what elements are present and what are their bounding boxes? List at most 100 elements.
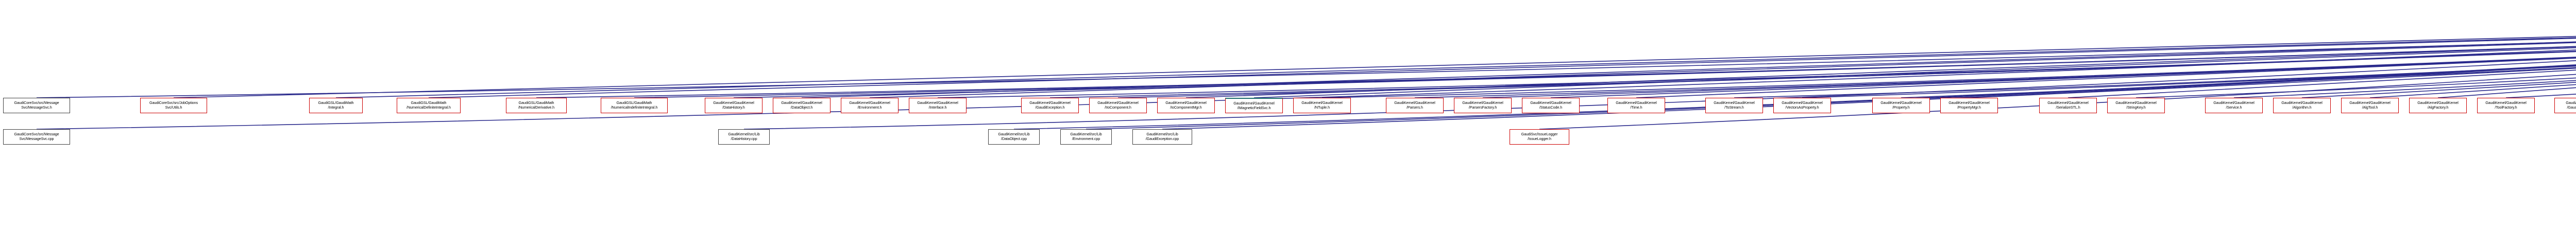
graph-node-34[interactable]: GaudiKernel/GaudiKernel /AlgFactory.h [2409, 98, 2467, 113]
graph-node-32[interactable]: GaudiKernel/GaudiKernel /Algorithm.h [2273, 98, 2331, 113]
graph-edge [634, 46, 2576, 98]
graph-node-17[interactable]: GaudiKernel/GaudiKernel /ParsersFactory.… [1454, 98, 1512, 113]
graph-node-15[interactable]: GaudiKernel/GaudiKernel /NTuple.h [1293, 98, 1351, 113]
node-label: GaudiKernel/GaudiKernel /StatusCode.h [1530, 100, 1571, 110]
graph-node-13[interactable]: GaudiKernel/GaudiKernel /IoComponentMgr.… [1157, 98, 1215, 113]
graph-node-4[interactable]: GaudiGSL/GaudiMath /NumericalDefiniteInt… [397, 98, 461, 113]
graph-node-6[interactable]: GaudiGSL/GaudiMath /NumericalIndefiniteI… [601, 98, 668, 113]
graph-node-21[interactable]: GaudiKernel/src/Lib /DataObject.cpp [988, 129, 1040, 145]
node-label: GaudiKernel/GaudiKernel /Environment.h [849, 100, 890, 110]
node-label: GaudiKernel/src/Lib /DataObject.cpp [998, 132, 1030, 141]
graph-edge [1117, 51, 2576, 98]
graph-edge [1049, 51, 2576, 98]
node-label: GaudiKernel/GaudiKernel /SerializeSTL.h [2047, 100, 2089, 110]
graph-node-36[interactable]: GaudiAlg/GaudiAlg /GaudiCommon.h [2554, 98, 2576, 113]
node-label: GaudiKernel/src/Lib /DataHistory.cpp [728, 132, 760, 141]
graph-edge [2233, 80, 2576, 98]
graph-node-28[interactable]: GaudiKernel/GaudiKernel /PropertyMgr.h [1940, 98, 1998, 113]
node-label: GaudiKernel/GaudiKernel /NTuple.h [1301, 100, 1343, 110]
node-label: GaudiGSL/GaudiMath /Integral.h [318, 100, 354, 110]
node-label: GaudiKernel/GaudiKernel /PropertyMgr.h [1948, 100, 1990, 110]
graph-node-5[interactable]: GaudiGSL/GaudiMath /NumericalDerivative.… [506, 98, 567, 113]
graph-edge [36, 41, 2576, 98]
graph-node-18[interactable]: GaudiKernel/GaudiKernel /StatusCode.h [1522, 98, 1580, 113]
graph-edge [2136, 77, 2576, 98]
graph-edge [2301, 82, 2576, 98]
graph-node-8[interactable]: GaudiKernel/GaudiKernel /DataObject.h [773, 98, 831, 113]
graph-node-12[interactable]: GaudiKernel/GaudiKernel /IIoComponent.h [1089, 98, 1147, 113]
node-label: GaudiGSL/GaudiMath /NumericalDefiniteInt… [406, 100, 451, 110]
graph-node-26[interactable]: GaudiKernel/GaudiKernel /VectorsAsProper… [1773, 98, 1831, 113]
graph-node-35[interactable]: GaudiKernel/GaudiKernel /ToolFactory.h [2477, 98, 2535, 113]
node-label: GaudiKernel/GaudiKernel /IoComponentMgr.… [1165, 100, 1207, 110]
graph-node-9[interactable]: GaudiKernel/GaudiKernel /Environment.h [841, 98, 899, 113]
graph-edge [428, 41, 2576, 98]
graph-node-20[interactable]: GaudiKernel/src/Lib /DataHistory.cpp [718, 129, 770, 145]
node-label: GaudiKernel/GaudiKernel /DataHistory.h [713, 100, 754, 110]
node-label: GaudiKernel/GaudiKernel /Time.h [1616, 100, 1657, 110]
graph-node-22[interactable]: GaudiKernel/src/Lib /Environment.cpp [1060, 129, 1112, 145]
node-label: GaudiKernel/GaudiKernel /ToStream.h [1714, 100, 1755, 110]
node-label: GaudiCoreSvc/src/Message Svc/MessageSvc.… [14, 100, 59, 110]
graph-node-31[interactable]: GaudiKernel/GaudiKernel /Service.h [2205, 98, 2263, 113]
graph-edge [801, 46, 2576, 98]
graph-edge [1482, 57, 2576, 98]
node-label: GaudiGSL/GaudiMath /NumericalDerivative.… [518, 100, 555, 110]
graph-node-24[interactable]: GaudiSvc/IssueLogger /IssueLogger.h [1510, 129, 1569, 145]
node-label: GaudiKernel/GaudiKernel /ToolFactory.h [2485, 100, 2527, 110]
graph-node-10[interactable]: GaudiKernel/GaudiKernel /Interface.h [909, 98, 967, 113]
graph-node-27[interactable]: GaudiKernel/GaudiKernel /Property.h [1872, 98, 1930, 113]
node-label: GaudiKernel/GaudiKernel /AlgFactory.h [2417, 100, 2459, 110]
node-label: GaudiKernel/GaudiKernel /StringKey.h [2115, 100, 2157, 110]
graph-edge [1901, 67, 2576, 98]
graph-edge [1969, 67, 2576, 98]
graph-node-1[interactable]: GaudiCoreSvc/src/Message Svc/MessageSvc.… [3, 129, 70, 145]
node-label: GaudiKernel/GaudiKernel /AlgTool.h [2349, 100, 2391, 110]
node-label: GaudiKernel/GaudiKernel /Service.h [2213, 100, 2255, 110]
node-label: GaudiGSL/GaudiMath /NumericalIndefiniteI… [611, 100, 658, 110]
graph-edge [1253, 50, 2576, 98]
graph-node-2[interactable]: GaudiCoreSvc/src/JobOptions Svc/Utils.h [140, 98, 207, 113]
graph-edge [1185, 51, 2576, 98]
node-label: GaudiKernel/GaudiKernel /DataObject.h [781, 100, 822, 110]
graph-node-33[interactable]: GaudiKernel/GaudiKernel /AlgTool.h [2341, 98, 2399, 113]
graph-node-14[interactable]: GaudiKernel/GaudiKernel /IMagneticFieldS… [1225, 98, 1283, 113]
graph-edge [937, 50, 2576, 98]
node-label: GaudiCoreSvc/src/Message Svc/MessageSvc.… [14, 132, 59, 141]
node-label: GaudiKernel/GaudiKernel /VectorsAsProper… [1782, 100, 1823, 110]
graph-edge [1321, 57, 2576, 98]
graph-node-3[interactable]: GaudiGSL/GaudiMath /Integral.h [309, 98, 363, 113]
graph-node-7[interactable]: GaudiKernel/GaudiKernel /DataHistory.h [705, 98, 762, 113]
graph-node-19[interactable]: GaudiKernel/GaudiKernel /Time.h [1607, 98, 1665, 113]
graph-node-25[interactable]: GaudiKernel/GaudiKernel /ToStream.h [1705, 98, 1763, 113]
graph-node-0[interactable]: GaudiCoreSvc/src/Message Svc/MessageSvc.… [3, 98, 70, 113]
graph-edge [2067, 69, 2576, 98]
node-label: GaudiKernel/src/Lib /Environment.cpp [1070, 132, 1102, 141]
graph-edge [1636, 58, 2576, 98]
graph-edge [536, 46, 2576, 98]
graph-edge [1414, 57, 2576, 98]
graph-edge [2505, 94, 2576, 98]
graph-edge [1550, 57, 2576, 98]
graph-edge [1734, 65, 2576, 98]
node-label: GaudiKernel/GaudiKernel /Interface.h [917, 100, 958, 110]
node-label: GaudiAlg/GaudiAlg /GaudiCommon.h [2566, 100, 2576, 110]
node-label: GaudiKernel/GaudiKernel /Parsers.h [1394, 100, 1435, 110]
graph-node-16[interactable]: GaudiKernel/GaudiKernel /Parsers.h [1386, 98, 1444, 113]
graph-node-29[interactable]: GaudiKernel/GaudiKernel /SerializeSTL.h [2039, 98, 2097, 113]
graph-edge [733, 46, 2576, 98]
node-label: GaudiKernel/GaudiKernel /IMagneticFieldS… [1233, 100, 1275, 110]
graph-edge [2369, 84, 2576, 98]
node-label: GaudiCoreSvc/src/JobOptions Svc/Utils.h [149, 100, 198, 110]
node-label: GaudiKernel/GaudiKernel /GaudiException.… [1029, 100, 1071, 110]
graph-node-30[interactable]: GaudiKernel/GaudiKernel /StringKey.h [2107, 98, 2165, 113]
graph-edge [2437, 87, 2576, 98]
node-label: GaudiKernel/src/Lib /GaudiException.cpp [1145, 132, 1179, 141]
graph-edge [1802, 65, 2576, 98]
node-label: GaudiKernel/GaudiKernel /ParsersFactory.… [1462, 100, 1503, 110]
graph-node-11[interactable]: GaudiKernel/GaudiKernel /GaudiException.… [1021, 98, 1079, 113]
node-label: GaudiKernel/GaudiKernel /Property.h [1880, 100, 1922, 110]
graph-node-23[interactable]: GaudiKernel/src/Lib /GaudiException.cpp [1132, 129, 1192, 145]
